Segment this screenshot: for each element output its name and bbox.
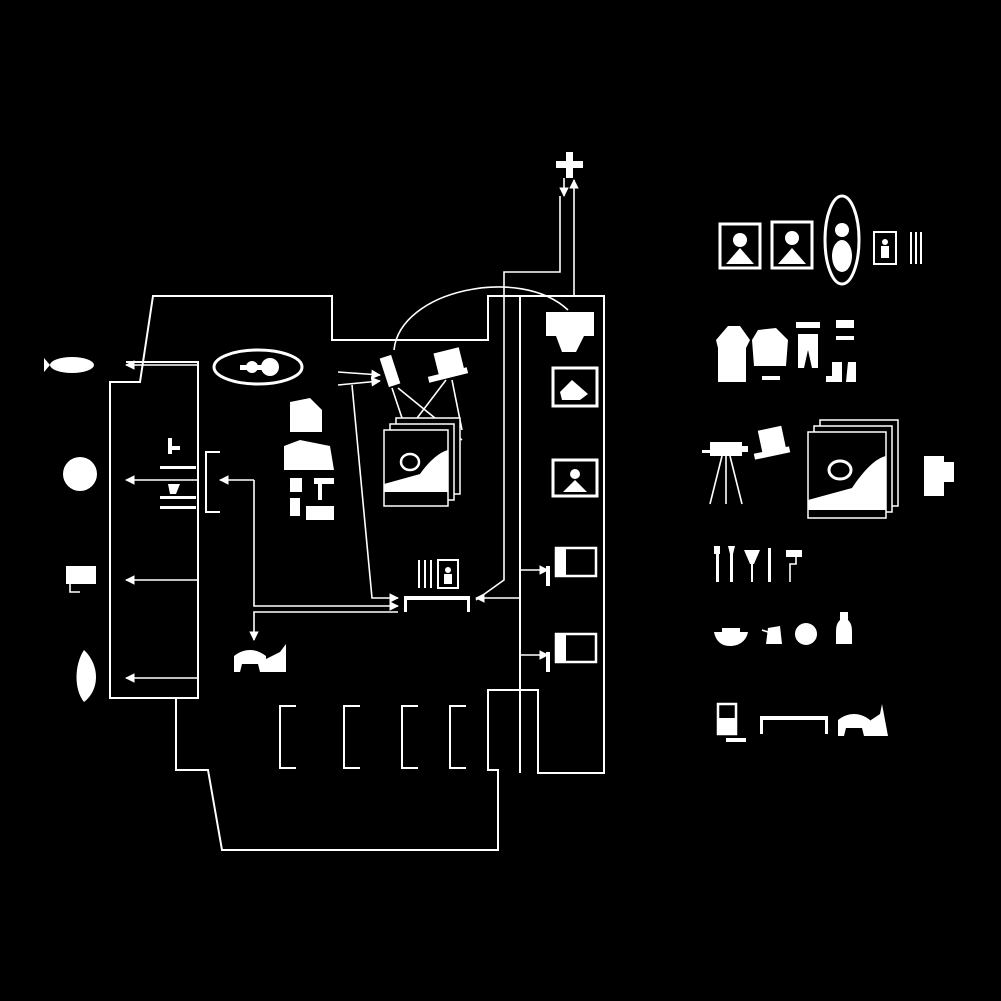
cup-icon	[744, 550, 760, 582]
legend	[702, 194, 954, 742]
chair-icon	[838, 704, 888, 736]
trousers-icon	[796, 322, 820, 368]
toilet-icon	[546, 312, 594, 352]
bottle-vase-icon	[836, 612, 852, 644]
cabinet-icon	[716, 702, 746, 742]
shell-icon	[76, 650, 96, 702]
tools-icon	[910, 232, 922, 264]
jacket-icon	[752, 328, 788, 380]
framed-portrait-icon	[770, 220, 814, 270]
arc-path	[393, 286, 569, 351]
projection-rays	[391, 379, 463, 441]
chair-icon	[234, 644, 286, 672]
pen-icon	[768, 548, 771, 582]
dress-icon	[716, 326, 750, 382]
bench-icon	[404, 596, 470, 612]
framed-image-icon	[551, 366, 599, 408]
small-frame-icon	[873, 231, 897, 265]
bracket-shelves	[279, 705, 466, 769]
round-pot-icon	[63, 457, 97, 491]
cabinet-icon	[546, 546, 598, 586]
tool-cluster	[160, 438, 220, 513]
brush-icon	[728, 546, 735, 582]
oval-plate-icon	[212, 348, 304, 386]
oval-portrait-icon	[823, 194, 861, 286]
brush-icon	[714, 546, 720, 582]
toilet-icon	[924, 456, 954, 496]
floor-plan	[109, 196, 605, 851]
stacked-screens-icon	[807, 419, 899, 519]
top-hat-camera-icon	[427, 347, 469, 383]
stacked-screens-icon	[383, 417, 461, 507]
paint-roller-icon	[786, 550, 802, 582]
projector-icon	[379, 354, 401, 388]
inner-room-left	[110, 361, 199, 699]
teapot-icon	[761, 626, 782, 644]
framed-portrait-icon	[718, 222, 762, 270]
projector-on-tripod-icon	[702, 442, 748, 505]
hat-boots-icon	[826, 320, 856, 382]
flow-arrows	[125, 178, 579, 683]
bench-icon	[760, 716, 828, 734]
round-pot-icon	[795, 623, 817, 645]
entrance-path	[503, 196, 561, 340]
cross-icon	[556, 152, 583, 178]
clothing-cluster	[284, 398, 334, 520]
small-frame-icon	[418, 559, 459, 589]
bowl-icon	[714, 628, 748, 646]
cabinet-icon	[546, 632, 598, 672]
framed-portrait-icon	[551, 458, 599, 498]
megaphone-icon	[66, 566, 96, 593]
building-outline	[109, 295, 605, 851]
fish-icon	[44, 357, 94, 373]
top-hat-camera-icon	[753, 425, 791, 460]
